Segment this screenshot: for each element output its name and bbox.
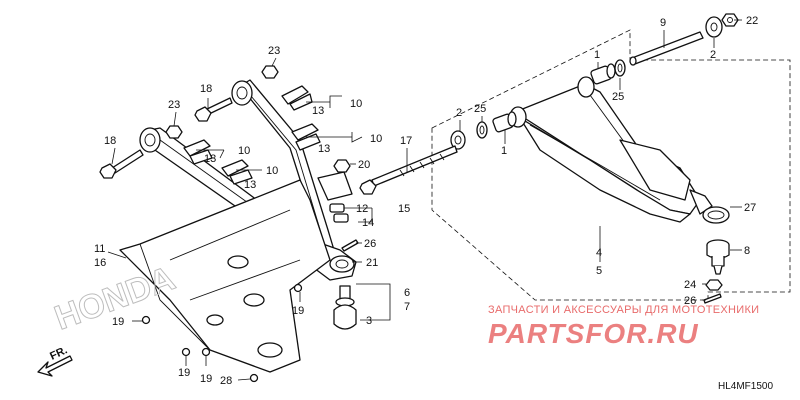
diagram-code: HL4MF1500 <box>718 381 774 392</box>
callout-28: 28 <box>220 375 232 387</box>
bolt-28 <box>249 373 259 383</box>
callout-2: 2 <box>456 107 462 119</box>
callout-14: 14 <box>362 217 374 229</box>
bolt-18-left <box>99 149 144 179</box>
callout-22: 22 <box>746 15 758 27</box>
callout-19: 19 <box>292 305 304 317</box>
callout-18: 18 <box>104 135 116 147</box>
callout-11: 11 <box>94 243 105 255</box>
cap-2-upper <box>705 16 723 38</box>
washer-25-upper <box>614 59 626 77</box>
callout-13: 13 <box>318 143 330 155</box>
upper-arm-assembly-outline <box>431 29 791 301</box>
washer-25-lower <box>476 121 488 139</box>
callout-21: 21 <box>366 257 378 269</box>
callout-10: 10 <box>266 165 278 177</box>
front-direction-arrow: FR. <box>37 344 73 377</box>
callout-12: 12 <box>356 203 368 215</box>
watermark-logo: PARTSFOR.RU <box>488 318 699 349</box>
callout-23: 23 <box>168 99 180 111</box>
bushing-1-upper <box>590 63 616 85</box>
callout-19: 19 <box>178 367 190 379</box>
bolt-18-right <box>194 97 233 122</box>
cotter-pin-26-left <box>341 239 359 252</box>
bolt-17 <box>359 145 458 195</box>
callout-24: 24 <box>684 279 696 291</box>
callout-1: 1 <box>594 49 600 61</box>
callout-26: 26 <box>684 295 696 307</box>
callout-13: 13 <box>204 153 216 165</box>
callout-10: 10 <box>350 98 362 110</box>
leader-lines <box>107 19 742 381</box>
callout-17: 17 <box>400 135 412 147</box>
clip-14 <box>329 203 349 223</box>
bolt-19-set <box>141 283 303 357</box>
cotter-pin-26-right <box>703 293 722 304</box>
protector-set-10-13-d <box>221 159 253 185</box>
callout-16: 16 <box>94 257 106 269</box>
callout-27: 27 <box>744 202 756 214</box>
callout-2: 2 <box>710 49 716 61</box>
bolt-9 <box>629 31 704 66</box>
cap-2-lower <box>450 130 466 150</box>
callout-15: 15 <box>398 203 410 215</box>
nut-24 <box>705 279 723 291</box>
callout-26: 26 <box>364 238 376 250</box>
protector-set-10-13-c <box>183 139 213 165</box>
callout-25: 25 <box>474 103 486 115</box>
ball-joint-3 <box>333 285 357 330</box>
nut-22 <box>721 13 739 27</box>
ball-joint-8 <box>706 239 730 275</box>
callout-8: 8 <box>744 245 750 257</box>
callout-9: 9 <box>660 17 666 29</box>
callout-7: 7 <box>404 301 410 313</box>
callout-23: 23 <box>268 45 280 57</box>
callout-10: 10 <box>370 133 382 145</box>
callout-6: 6 <box>404 287 410 299</box>
callout-25: 25 <box>612 91 624 103</box>
callout-10: 10 <box>238 145 250 157</box>
callout-5: 5 <box>596 265 602 277</box>
upper-arm <box>509 76 713 223</box>
callout-3: 3 <box>366 315 372 327</box>
callout-13: 13 <box>244 179 256 191</box>
protector-set-10-13-a <box>281 85 313 111</box>
callout-1: 1 <box>501 145 507 157</box>
circlip-27 <box>702 206 730 224</box>
callout-20: 20 <box>358 159 370 171</box>
nut-23-right <box>261 65 279 79</box>
callout-19: 19 <box>112 316 124 328</box>
callout-19: 19 <box>200 373 212 385</box>
nut-20 <box>333 159 351 173</box>
bushing-1-lower <box>492 111 517 133</box>
callout-18: 18 <box>200 83 212 95</box>
skid-plate <box>119 179 331 373</box>
callout-labels: 9 22 2 1 25 2 25 1 17 27 4 5 8 24 26 23 … <box>94 15 758 387</box>
callout-4: 4 <box>596 247 602 259</box>
bracket-12 <box>317 171 353 201</box>
nut-23-left <box>165 125 183 139</box>
callout-13: 13 <box>312 105 324 117</box>
watermark-subtitle: ЗАПЧАСТИ И АКСЕССУАРЫ ДЛЯ МОТОТЕХНИКИ <box>488 304 760 316</box>
